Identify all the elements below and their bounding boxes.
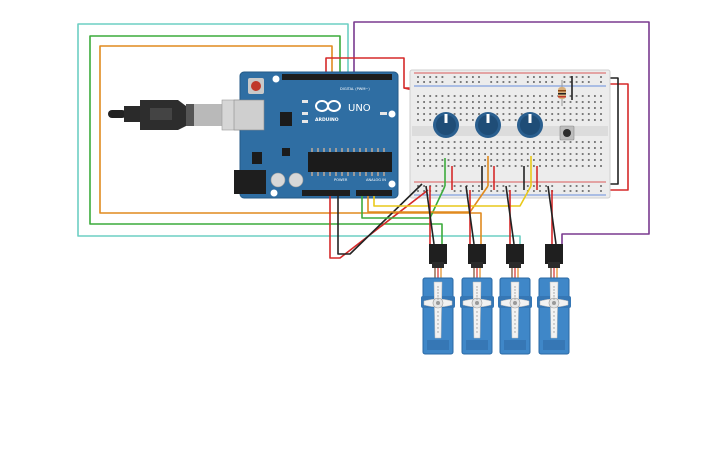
breadboard-holes [417, 76, 602, 192]
orange-analog-wire [367, 185, 489, 213]
analog-label: ANALOG IN [366, 178, 386, 182]
servo-motor[interactable] [498, 244, 532, 355]
servo-motor[interactable] [537, 244, 571, 355]
green-wire [89, 35, 443, 244]
potentiometer[interactable] [475, 112, 501, 138]
uno-label: UNO [348, 103, 371, 114]
digital-header-label: DIGITAL (PWM~) [340, 87, 370, 91]
orange-wire [99, 45, 482, 244]
red-wire-right [598, 83, 629, 191]
power-label: POWER [334, 178, 348, 182]
signal-wires [329, 183, 557, 259]
chip-pins [311, 148, 385, 176]
resistor[interactable] [558, 80, 566, 106]
servo-motor[interactable] [421, 244, 455, 355]
arduino-logo [315, 100, 341, 112]
potentiometer[interactable] [517, 112, 543, 138]
yellow-analog-wire [373, 185, 532, 207]
purple-wire [353, 21, 650, 244]
teal-wire [77, 23, 521, 244]
servo-motor[interactable] [460, 244, 494, 355]
arduino-uno-board[interactable]: UNO ARDUINO DIGITAL (PWM~) POWER ANALOG … [233, 71, 399, 199]
red-power-wire [329, 189, 429, 259]
black-ground-wire [337, 183, 423, 255]
pushbutton[interactable] [559, 125, 575, 141]
green-analog-wire [361, 185, 446, 219]
potentiometer[interactable] [433, 112, 459, 138]
breadboard-jumpers [444, 76, 573, 190]
arduino-brand-label: ARDUINO [315, 117, 339, 123]
breadboard[interactable] [409, 69, 611, 199]
servos-group [421, 244, 571, 355]
